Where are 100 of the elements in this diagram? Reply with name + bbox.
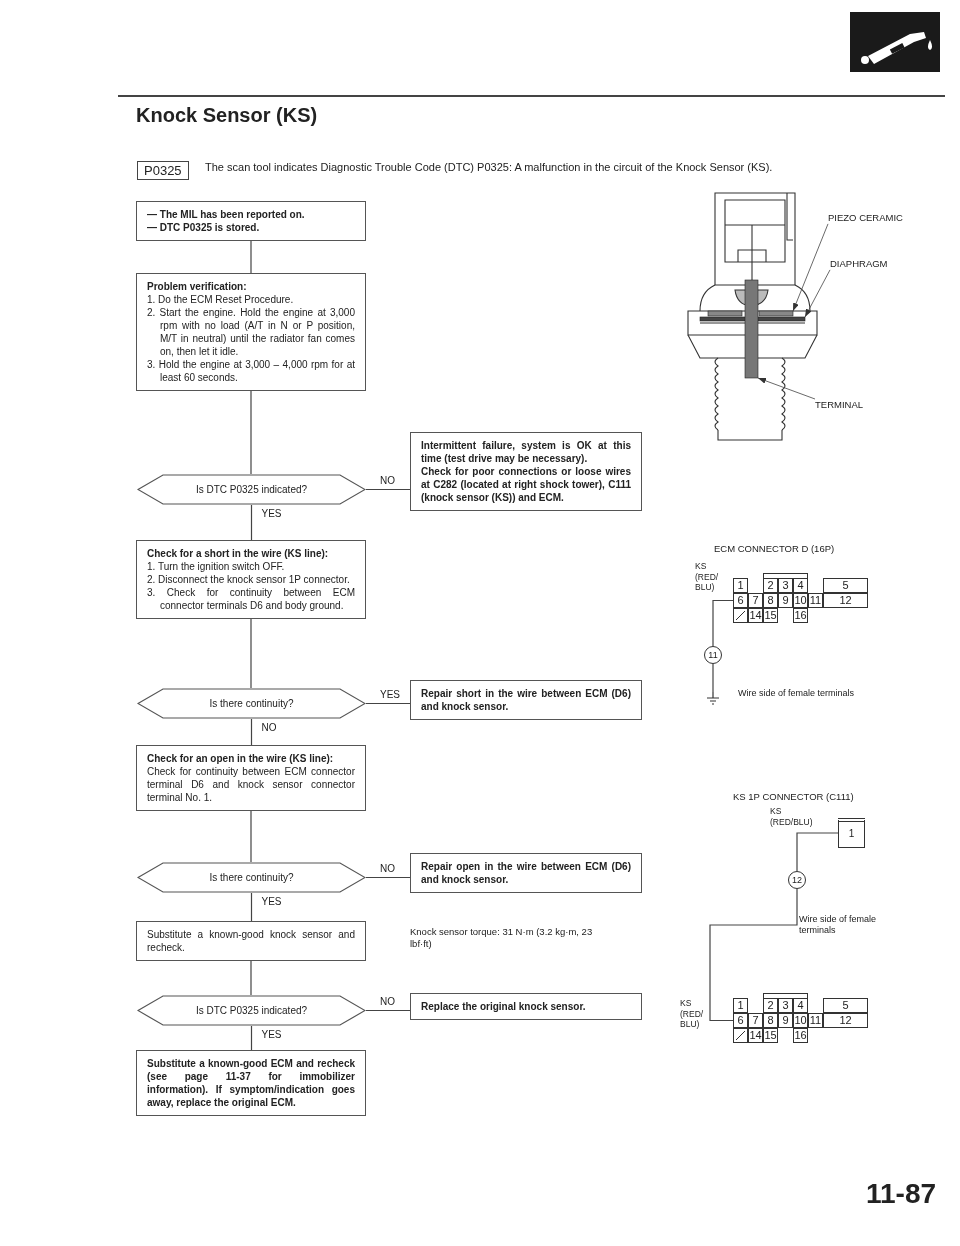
- edge-label: NO: [378, 995, 397, 1008]
- question-text: Is there continuity?: [209, 872, 294, 883]
- pin-cell: 8: [763, 1013, 778, 1028]
- edge-label: YES: [259, 508, 284, 520]
- pin-cell: 3: [778, 998, 793, 1013]
- flow-line: [250, 892, 253, 922]
- step-box: [410, 853, 642, 893]
- step-text: Intermittent failure, system is OK at this time (test drive may be necessary).: [421, 439, 631, 465]
- pin-cell: 4: [793, 998, 808, 1013]
- flow-line: [712, 663, 714, 693]
- pin-cell: 1: [733, 998, 748, 1013]
- description-text: The scan tool indicates Diagnostic Trouble Code (DTC) P0325: A malfunction in the circuit of the Knock Sensor (KS).: [205, 160, 774, 175]
- diaphragm-plate: [699, 316, 806, 322]
- flow-line: [250, 618, 252, 689]
- step-text: Repair short in the wire between ECM (D6) and knock sensor.: [421, 687, 631, 713]
- edge-label: NO: [259, 722, 279, 734]
- step-box: [136, 745, 366, 811]
- pin-cell: 10: [793, 1013, 808, 1028]
- connector-title: ECM CONNECTOR D (16P): [714, 543, 835, 555]
- step-box: [136, 1050, 366, 1116]
- part-label: TERMINAL: [815, 399, 864, 411]
- step-text: Check for poor connections or loose wires at C282 (located at right shock tower), C111 (knock sensor (KS)) and ECM.: [421, 465, 631, 504]
- pin-cell: 12: [823, 1013, 868, 1028]
- code-tag: P0325: [137, 161, 189, 180]
- wire-number-circle: 12: [788, 871, 806, 889]
- flow-line: [250, 960, 252, 996]
- pin-cell: 7: [748, 1013, 763, 1028]
- wire-number-circle: 11: [704, 646, 722, 664]
- step-box: [410, 432, 642, 511]
- step-text: Check for continuity between ECM connector terminal D6 and knock sensor connector terminal No. 1.: [147, 765, 355, 804]
- flow-line: [250, 390, 252, 475]
- view-note: Wire side of female terminals: [799, 914, 878, 937]
- flow-line: [250, 810, 252, 863]
- wire-line: [796, 832, 839, 872]
- step-text: Replace the original knock sensor.: [421, 1000, 587, 1013]
- step-text: 3. Hold the engine at 3,000 – 4,000 rpm for at least 60 seconds.: [147, 358, 355, 384]
- wire-color-label: KS (RED/BLU): [770, 806, 814, 828]
- step-box: [136, 273, 366, 391]
- step-text: 1. Turn the ignition switch OFF.: [147, 560, 286, 573]
- pin-cell: 6: [733, 593, 748, 608]
- wire-color-label: KS (RED/ BLU): [680, 998, 705, 1030]
- ground-symbol: [706, 692, 720, 705]
- question-text: Is DTC P0325 indicated?: [195, 484, 308, 495]
- step-text: 3. Check for continuity between ECM connector terminals D6 and body ground.: [147, 586, 355, 612]
- pin-cell: 5: [823, 578, 868, 593]
- connector-face: [733, 993, 868, 1043]
- pin-cell: 16: [793, 608, 808, 623]
- flow-line: [250, 504, 253, 541]
- pin-cell: 14: [748, 608, 763, 623]
- step-text: 1. Do the ECM Reset Procedure.: [147, 293, 295, 306]
- step-text: Check for an open in the wire (KS line):: [147, 752, 335, 765]
- pin-cell: 10: [793, 593, 808, 608]
- pin-cell: 5: [823, 998, 868, 1013]
- step-text: Substitute a known-good ECM and recheck (see page 11-37 for immobilizer information). If symptom/indication goes away, replace the original ECM.: [147, 1057, 355, 1109]
- wire-line: [709, 888, 798, 1022]
- flow-line: [365, 702, 411, 705]
- edge-label: YES: [259, 896, 284, 908]
- edge-label: NO: [378, 474, 397, 487]
- decision-hexagon: [137, 862, 366, 893]
- wire-color-label: KS (RED/ BLU): [695, 561, 720, 593]
- flow-line: [250, 240, 252, 274]
- edge-label: YES: [259, 1029, 284, 1041]
- flow-line: [250, 1025, 253, 1051]
- flow-line: [250, 718, 253, 746]
- edge-label: YES: [378, 688, 402, 701]
- question-text: Is there continuity?: [209, 698, 294, 709]
- step-text: 2. Disconnect the knock sensor 1P connector.: [147, 573, 351, 586]
- pin-cell: 15: [763, 1028, 778, 1043]
- flow-line: [365, 876, 411, 879]
- step-text: Check for a short in the wire (KS line):: [147, 547, 330, 560]
- edge-label: NO: [378, 862, 397, 875]
- pin-cell: 3: [778, 578, 793, 593]
- decision-hexagon: [137, 688, 366, 719]
- connector-title: KS 1P CONNECTOR (C111): [733, 791, 854, 803]
- step-box: [136, 540, 366, 619]
- page-number: 11-87: [866, 1177, 937, 1211]
- pin-cell: 11: [808, 593, 823, 608]
- step-text: — The MIL has been reported on.: [147, 208, 306, 221]
- pin-cell: 2: [763, 998, 778, 1013]
- pin-cell: 15: [763, 608, 778, 623]
- part-label: DIAPHRAGM: [830, 258, 888, 270]
- view-note: Wire side of female terminals: [738, 688, 855, 700]
- pin-cell: 1: [733, 578, 748, 593]
- connector-face: [733, 573, 868, 623]
- pin-cell: 7: [748, 593, 763, 608]
- terminal-pin: [744, 279, 759, 379]
- step-box: [136, 201, 366, 241]
- decision-hexagon: [137, 995, 366, 1026]
- pin-cell: 6: [733, 1013, 748, 1028]
- page-title: Knock Sensor (KS): [136, 104, 318, 127]
- part-label: PIEZO CERAMIC: [828, 212, 903, 224]
- step-text: — DTC P0325 is stored.: [147, 221, 261, 234]
- step-box: [410, 993, 642, 1020]
- torque-spec-text: Knock sensor torque: 31 N·m (3.2 kg·m, 23 lbf·ft): [410, 926, 594, 950]
- step-box: [136, 921, 366, 961]
- wire-line: [712, 599, 734, 647]
- connector-terminal: 1: [838, 818, 865, 848]
- pin-cell: 11: [808, 1013, 823, 1028]
- step-text: 2. Start the engine. Hold the engine at 3,000 rpm with no load (A/T in N or P position, M/T in neutral) until the radiator fan comes on, then let it idle.: [147, 306, 355, 358]
- pin-cell: 4: [793, 578, 808, 593]
